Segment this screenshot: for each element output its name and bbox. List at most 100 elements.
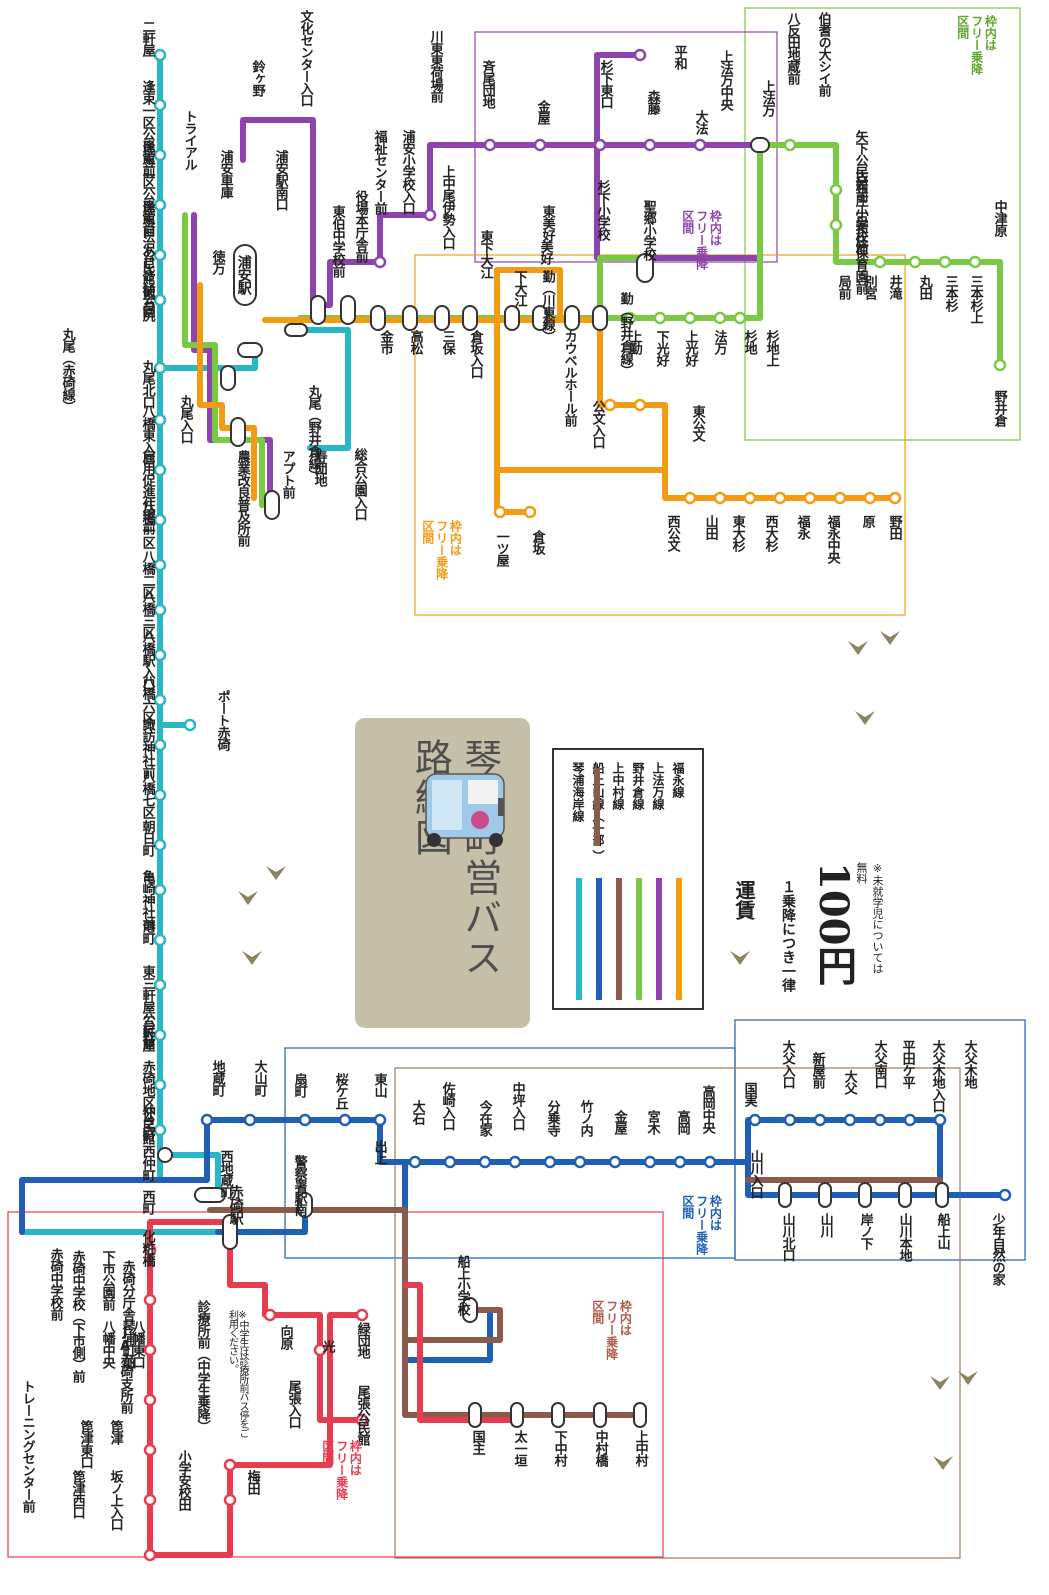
- stop-marker-coastal: [155, 465, 165, 475]
- stop-label: 朝日町: [140, 820, 154, 856]
- bird-icon: [880, 631, 900, 645]
- stop-marker-red: [145, 1345, 155, 1355]
- bird-icon: [242, 951, 262, 965]
- stop-marker-purple: [425, 210, 435, 220]
- stop-label: 下中村: [552, 1430, 566, 1466]
- bird-icon: [848, 641, 868, 655]
- stop-label: 斉尾団地: [480, 60, 494, 108]
- stop-marker-blue: [202, 1115, 212, 1125]
- stop-label: 高岡: [675, 1110, 689, 1134]
- stop-label: 平和: [672, 45, 686, 69]
- fare-label: 運賃: [730, 880, 759, 920]
- stop-label: 扇町: [292, 1073, 306, 1097]
- stop-label: 大父南口: [872, 1040, 886, 1088]
- stop-marker-blue: [845, 1115, 855, 1125]
- stop-marker-red: [225, 1460, 235, 1470]
- stop-label: 公文入口: [590, 400, 604, 448]
- stop-marker-heiwa: [635, 50, 645, 60]
- stop-marker-green: [735, 313, 745, 323]
- stop-marker-blue: [410, 1157, 420, 1167]
- stop-marker-green: [831, 185, 841, 195]
- stop-label: 野井倉: [992, 390, 1006, 426]
- stop-label: トライアル: [182, 110, 196, 170]
- stop-marker-green: [875, 257, 885, 267]
- stop-label: 出上: [372, 1140, 386, 1164]
- stop-label: 上中村: [633, 1430, 647, 1466]
- free-zone-note-brown: 枠内は フリー乗降 区間: [590, 1300, 631, 1360]
- stop-label: 八橋七区: [140, 770, 154, 818]
- transfer-pill-shimooe: [505, 306, 519, 330]
- bird-icon: [855, 711, 875, 725]
- stop-marker-orange: [865, 493, 875, 503]
- stop-label: 緑団地: [355, 1322, 369, 1358]
- stop-label: 三軒屋: [140, 1015, 154, 1051]
- clinic-note: ※中学生は診療所前バス停をご利用ください。: [226, 1310, 247, 1440]
- stop-label: 下市公園前: [100, 1250, 114, 1310]
- stop-marker-purple: [695, 140, 705, 150]
- stop-label: ポート赤碕: [215, 690, 229, 750]
- stop-label: 杉地: [742, 330, 756, 354]
- stop-marker-orange: [495, 507, 505, 517]
- stop-label: 西公文: [665, 515, 679, 551]
- stop-label: 赤碕中学校（下市側）前: [70, 1250, 84, 1382]
- stop-label: 一ツ屋: [494, 530, 508, 566]
- stop-label: 山川本地: [897, 1213, 911, 1261]
- stop-marker-green: [785, 140, 795, 150]
- stop-label: 宮木: [645, 1110, 659, 1134]
- stop-label: 高松: [408, 330, 422, 354]
- stop-label: 東公文: [690, 405, 704, 441]
- legend-swatch: [656, 878, 662, 1000]
- stop-label: 山川北口: [780, 1213, 794, 1261]
- stop-label: 西町: [140, 1190, 154, 1214]
- stop-marker-coastal: [155, 650, 165, 660]
- stop-label: 三本杉上: [968, 275, 982, 323]
- stop-label: 佐崎入口: [440, 1082, 454, 1130]
- stop-label: 少年自然の家: [990, 1213, 1004, 1285]
- stop-label: 岸ノ下: [858, 1213, 872, 1249]
- stop-label: 大石: [410, 1100, 424, 1124]
- stop-label: 下光好: [654, 330, 668, 366]
- bird-icon: [266, 866, 286, 880]
- transfer-pill-brown-stop: [552, 1403, 564, 1427]
- stop-label: 勤（川東線）: [540, 270, 554, 342]
- stop-label: 丸尾（野井倉線）: [306, 385, 320, 481]
- station-label-urayasu: 浦安駅: [236, 255, 251, 294]
- stop-marker-blue: [300, 1115, 310, 1125]
- stop-marker-blue: [875, 1115, 885, 1125]
- stop-marker-orange: [715, 493, 725, 503]
- stop-label: 東美好: [540, 205, 554, 241]
- stop-label: 上法万中央: [718, 50, 732, 110]
- stop-marker-blue: [815, 1115, 825, 1125]
- stop-marker-blue: [785, 1115, 795, 1125]
- bus-icon: [420, 768, 512, 852]
- stop-label: 分乗寺: [545, 1100, 559, 1136]
- legend-label: 上法万線: [650, 762, 667, 810]
- stop-label: 山川: [818, 1213, 832, 1237]
- fare-note: ※未就学児については無料: [853, 862, 885, 982]
- transfer-pill-brown-stop: [634, 1403, 646, 1427]
- stop-marker-blue: [935, 1115, 945, 1125]
- stop-label: 文化センター入口: [298, 10, 312, 106]
- stop-marker-orange: [805, 493, 815, 503]
- stop-marker-purple: [595, 140, 605, 150]
- stop-label: 西大杉: [763, 515, 777, 551]
- stop-label: 倉坂: [530, 530, 544, 554]
- stop-label: 上中尾伊勢入口: [440, 165, 454, 249]
- stop-label: 八橋六区: [140, 675, 154, 723]
- stop-label: トレーニングセンター前: [20, 1380, 34, 1512]
- stop-label: 丸尾入口: [178, 395, 192, 443]
- stop-marker-coastal: [155, 695, 165, 705]
- transfer-pill-kaneichi: [371, 306, 385, 330]
- stop-marker-coastal: [155, 150, 165, 160]
- transfer-pill-cowbell: [565, 306, 579, 330]
- stop-label: 八橋一区: [140, 500, 154, 548]
- stop-label: 国実: [742, 1082, 756, 1106]
- stop-label: 下大江: [512, 270, 526, 306]
- transfer-pill-tohaku-chu: [311, 296, 325, 324]
- stop-label: 鈴ヶ野: [250, 60, 264, 96]
- stop-marker-coastal: [155, 1030, 165, 1040]
- stop-marker-red: [225, 1495, 235, 1505]
- stop-label: 森藤: [645, 90, 659, 114]
- transfer-pill-aputo: [265, 491, 279, 519]
- legend-swatch: [576, 878, 582, 1000]
